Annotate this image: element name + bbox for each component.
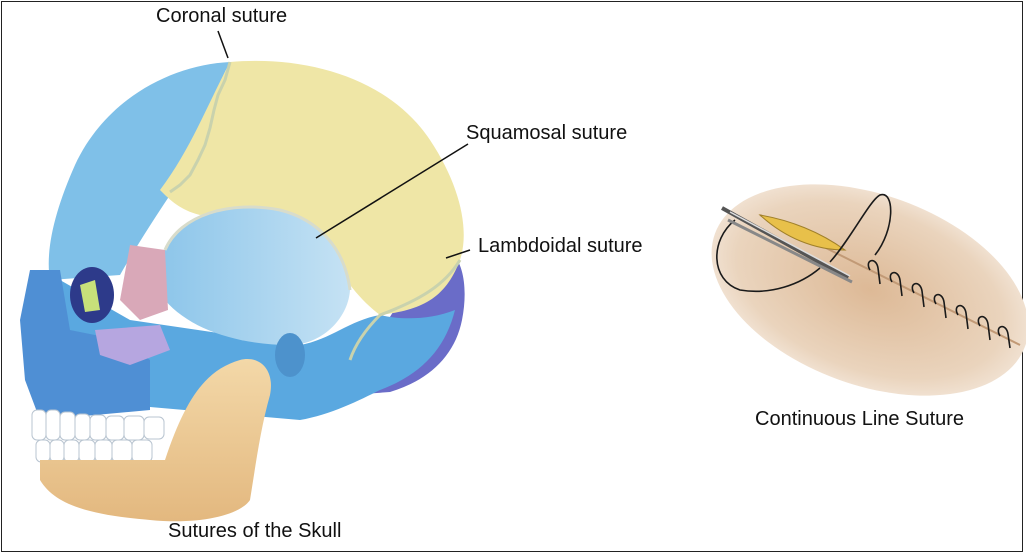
skull-caption: Sutures of the Skull: [168, 520, 341, 543]
continuous-suture-caption: Continuous Line Suture: [755, 408, 964, 431]
skull-illustration: [20, 61, 465, 521]
mastoid-process: [275, 333, 305, 377]
squamosal-suture-label: Squamosal suture: [466, 122, 627, 145]
continuous-suture-illustration: [682, 144, 1026, 435]
skin-patch: [682, 144, 1026, 435]
coronal-leader: [218, 31, 228, 58]
lambdoidal-suture-label: Lambdoidal suture: [478, 235, 643, 258]
coronal-suture-label: Coronal suture: [156, 5, 287, 28]
teeth: [32, 410, 164, 462]
